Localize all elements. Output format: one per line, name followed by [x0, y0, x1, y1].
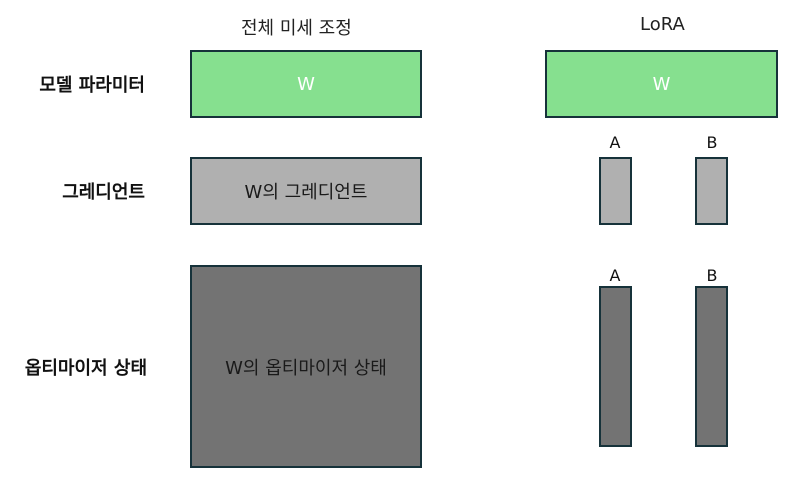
lora-grad-a-label: A: [609, 133, 621, 152]
lora-opt-b-label: B: [706, 266, 718, 285]
lora-params-label: W: [652, 73, 671, 95]
full-optimizer-label: W의 옵티마이저 상태: [225, 357, 387, 379]
full-gradient-box: W의 그레디언트: [190, 157, 422, 225]
lora-title: LoRA: [640, 14, 685, 35]
lora-opt-a-label: A: [609, 266, 621, 285]
full-gradient-label: W의 그레디언트: [244, 182, 368, 203]
lora-grad-b-box: [695, 157, 728, 225]
row-label-params: 모델 파라미터: [39, 75, 145, 96]
full-optimizer-box: W의 옵티마이저 상태: [190, 265, 422, 468]
full-finetune-title: 전체 미세 조정: [241, 18, 352, 39]
lora-grad-a-box: [599, 157, 632, 225]
lora-params-box: W: [545, 50, 778, 118]
row-label-optimizer: 옵티마이저 상태: [24, 358, 147, 379]
full-params-label: W: [297, 73, 315, 95]
row-label-gradient: 그레디언트: [62, 182, 145, 203]
lora-opt-a-box: [599, 286, 632, 447]
lora-opt-b-box: [695, 286, 728, 447]
full-params-box: W: [190, 50, 422, 118]
lora-grad-b-label: B: [706, 133, 718, 152]
